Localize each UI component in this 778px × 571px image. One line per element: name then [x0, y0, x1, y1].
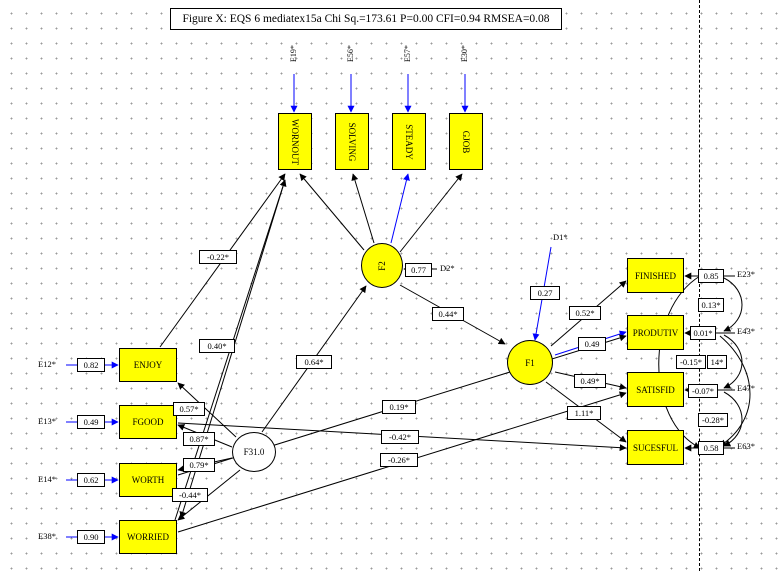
f2-wornout-path	[299, 173, 365, 251]
cov-label-2: -0.15*	[676, 355, 706, 369]
var-produtiv[interactable]: PRODUTIV	[627, 315, 684, 350]
e43-loading: 0.01*	[690, 326, 716, 340]
var-sucesful[interactable]: SUCESFUL	[627, 430, 684, 465]
path-f3-fgood: 0.87*	[183, 432, 215, 446]
cov-e43-e63	[719, 335, 751, 447]
path-f1-sucesful: 1.11*	[567, 406, 601, 420]
f2-solving-path	[351, 173, 375, 244]
e38-loading: 0.90	[77, 530, 105, 544]
cov-label-4: -0.28*	[698, 413, 728, 427]
cov-e47-e63	[723, 391, 743, 447]
cov-e23-e43	[723, 277, 743, 332]
path-f3-enjoy: 0.57*	[173, 402, 205, 416]
f2-gjob-path	[399, 173, 463, 253]
e23-loading: 0.85	[698, 269, 724, 283]
factor-f2-label: F2	[376, 260, 387, 271]
e56-label: E56*	[346, 45, 355, 62]
var-solving[interactable]: SOLVING	[335, 113, 369, 170]
var-wornout-label: WORNOUT	[290, 118, 300, 165]
d2-value: 0.77	[405, 263, 432, 277]
f3-worried-path	[177, 469, 241, 521]
f3-enjoy-path	[177, 382, 237, 438]
path-f1-finished: 0.52*	[569, 306, 601, 320]
var-worried[interactable]: WORRIED	[119, 520, 177, 554]
path-enjoy-wornout: -0.22*	[199, 250, 237, 264]
e23-label: E23*	[737, 269, 755, 279]
dashed-divider	[699, 0, 700, 571]
path-worth-produtiv: 0.19*	[382, 400, 416, 414]
cov-label-3: 14*	[707, 355, 727, 369]
cov-label-1: 0.13*	[698, 298, 724, 312]
var-solving-label: SOLVING	[347, 122, 357, 161]
e12-loading: 0.82	[77, 358, 105, 372]
figure-title: Figure X: EQS 6 mediatex15a Chi Sq.=173.…	[170, 8, 562, 30]
e47-loading: -0.07*	[688, 384, 718, 398]
var-finished[interactable]: FINISHED	[627, 258, 684, 293]
e14-loading: 0.62	[77, 473, 105, 487]
var-steady-label: STEADY	[404, 123, 414, 160]
var-satisfid[interactable]: SATISFID	[627, 372, 684, 407]
path-worried-wornout: 0.40*	[199, 339, 235, 353]
factor-f2[interactable]: F2	[361, 243, 403, 288]
e38-label: E38*	[38, 531, 56, 541]
var-fgood[interactable]: FGOOD	[119, 405, 177, 439]
e12-label: E12*	[38, 359, 56, 369]
var-gjob[interactable]: GJOB	[449, 113, 483, 170]
var-gjob-label: GJOB	[461, 130, 471, 153]
factor-f1[interactable]: F1	[507, 340, 553, 385]
d2-label: D2*	[440, 263, 455, 273]
path-f1-produtiv: 0.49	[578, 337, 606, 351]
e63-label: E63*	[737, 441, 755, 451]
var-wornout[interactable]: WORNOUT	[278, 113, 312, 170]
f2-steady-path	[390, 173, 410, 244]
path-f3-worried: -0.44*	[172, 488, 208, 502]
var-worth[interactable]: WORTH	[119, 463, 177, 497]
e30-label: E30*	[460, 45, 469, 62]
path-f3-f2: 0.64*	[296, 355, 332, 369]
var-steady[interactable]: STEADY	[392, 113, 426, 170]
e47-label: E47*	[737, 383, 755, 393]
e19-label: E19*	[289, 45, 298, 62]
path-f3-worth: 0.79*	[183, 458, 215, 472]
d1-value: 0.27	[530, 286, 560, 300]
e13-loading: 0.49	[77, 415, 105, 429]
e43-label: E43*	[737, 326, 755, 336]
path-f2-f1: 0.44*	[432, 307, 464, 321]
e57-label: E57*	[403, 45, 412, 62]
path-worried-satisfid: -0.26*	[380, 453, 418, 467]
path-fgood-sucesful: -0.42*	[381, 430, 419, 444]
e63-loading: 0.58	[698, 441, 724, 455]
var-enjoy[interactable]: ENJOY	[119, 348, 177, 382]
e13-label: E13*	[38, 416, 56, 426]
factor-f3[interactable]: F31.0	[232, 432, 276, 472]
d1-label: D1*	[553, 232, 568, 242]
path-f1-satisfid: 0.49*	[574, 374, 606, 388]
e14-label: E14*	[38, 474, 56, 484]
